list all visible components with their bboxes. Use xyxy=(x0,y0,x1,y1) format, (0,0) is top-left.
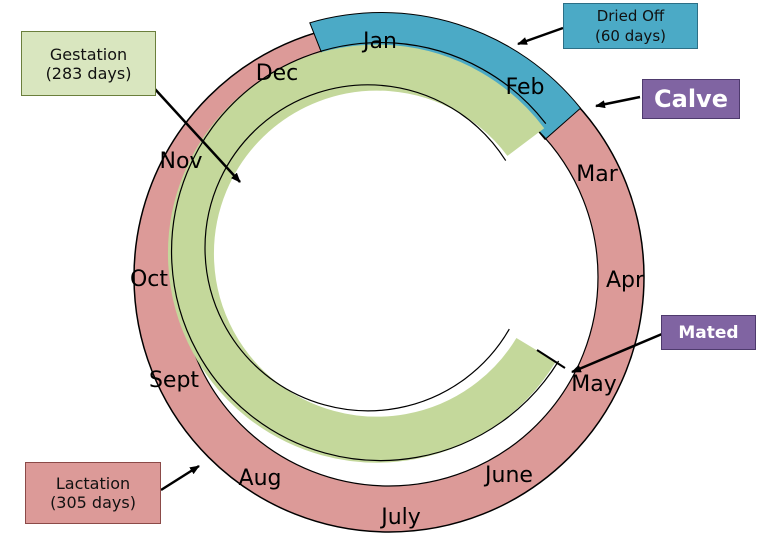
month-dec: Dec xyxy=(256,61,299,86)
month-may: May xyxy=(571,372,616,397)
gestation-days: (283 days) xyxy=(45,63,132,83)
arrow-mated xyxy=(571,332,663,374)
calve-label: Calve xyxy=(654,85,728,113)
month-june: June xyxy=(483,463,533,488)
gestation-label: Gestation xyxy=(49,44,128,64)
arrow-lactation xyxy=(160,464,200,492)
dried-off-callout: Dried Off (60 days) xyxy=(563,3,698,49)
month-feb: Feb xyxy=(506,75,545,100)
month-apr: Apr xyxy=(606,268,645,293)
arrow-gestation xyxy=(153,87,241,183)
gestation-ring-inner-edge xyxy=(204,84,510,412)
lactation-label: Lactation xyxy=(55,474,131,493)
month-nov: Nov xyxy=(160,149,203,174)
gestation-callout: Gestation (283 days) xyxy=(21,31,156,96)
month-oct: Oct xyxy=(130,267,168,292)
month-sept: Sept xyxy=(149,368,199,393)
month-mar: Mar xyxy=(576,162,618,187)
gestation-ring-end-cap xyxy=(536,349,566,369)
month-july: July xyxy=(379,505,421,530)
arrow-dried-off xyxy=(517,26,564,46)
mated-callout: Mated xyxy=(661,315,756,350)
arrow-calve xyxy=(595,95,641,109)
dried-off-label: Dried Off xyxy=(596,7,665,25)
dried-off-days: (60 days) xyxy=(595,27,666,45)
gestation-ring xyxy=(167,44,556,463)
gestation-ring-outer-edge xyxy=(171,41,560,462)
mated-label: Mated xyxy=(678,322,739,343)
month-jan: Jan xyxy=(361,29,397,54)
lactation-days: (305 days) xyxy=(50,493,136,512)
month-aug: Aug xyxy=(239,466,282,491)
lactation-callout: Lactation (305 days) xyxy=(25,462,161,524)
calve-callout: Calve xyxy=(642,79,740,119)
